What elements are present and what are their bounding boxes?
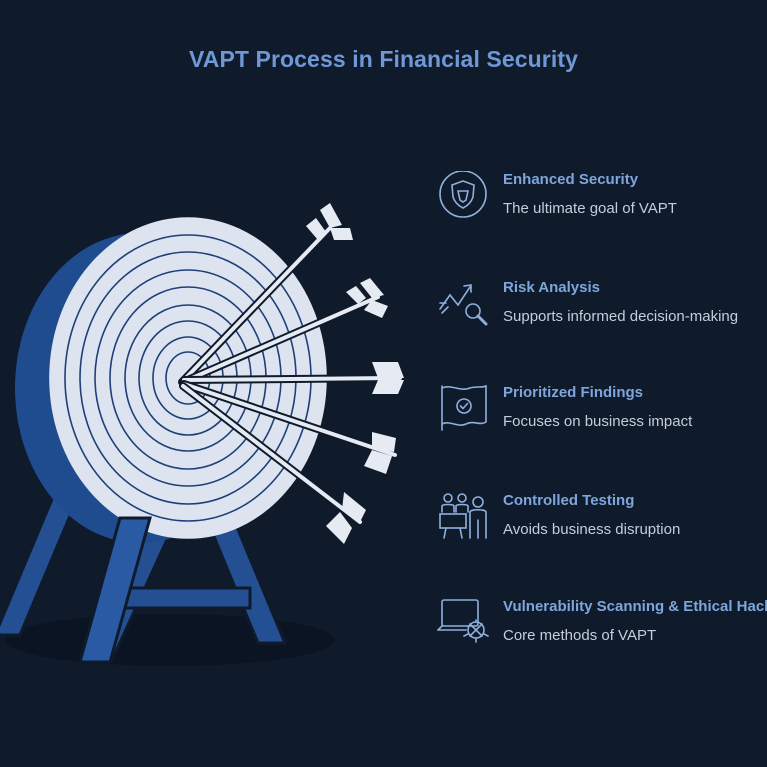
ground-shadow (5, 614, 335, 666)
item-label: Risk Analysis (503, 279, 600, 296)
list-item-vulnerability-scanning: Vulnerability Scanning & Ethical Hacking… (436, 598, 767, 658)
flag-check-icon (441, 384, 487, 431)
arrow-4 (180, 380, 399, 474)
item-label: Vulnerability Scanning & Ethical Hacking (503, 598, 767, 615)
list-item-enhanced-security: Enhanced Security The ultimate goal of V… (436, 171, 767, 231)
list-item-controlled-testing: Controlled Testing Avoids business disru… (436, 492, 767, 552)
page-title: VAPT Process in Financial Security (189, 46, 578, 72)
arrow-2 (179, 278, 388, 386)
laptop-bug-icon (437, 599, 489, 643)
target-front-leg (78, 516, 152, 664)
item-description: Supports informed decision-making (503, 308, 739, 325)
arrow-3 (180, 362, 404, 394)
item-description: Avoids business disruption (503, 521, 681, 538)
team-presentation-icon (439, 493, 487, 539)
arrow-5 (179, 382, 366, 544)
shield-icon (439, 171, 487, 218)
trend-magnifier-icon (439, 284, 488, 326)
item-label: Enhanced Security (503, 171, 639, 188)
arrows (178, 203, 404, 544)
item-description: The ultimate goal of VAPT (503, 200, 677, 217)
list-item-prioritized-findings: Prioritized Findings Focuses on business… (436, 384, 767, 444)
arrow-1 (178, 203, 353, 386)
item-label: Controlled Testing (503, 492, 635, 509)
item-description: Core methods of VAPT (503, 627, 657, 644)
item-description: Focuses on business impact (503, 413, 693, 430)
item-label: Prioritized Findings (503, 384, 644, 401)
list-item-risk-analysis: Risk Analysis Supports informed decision… (436, 279, 767, 339)
